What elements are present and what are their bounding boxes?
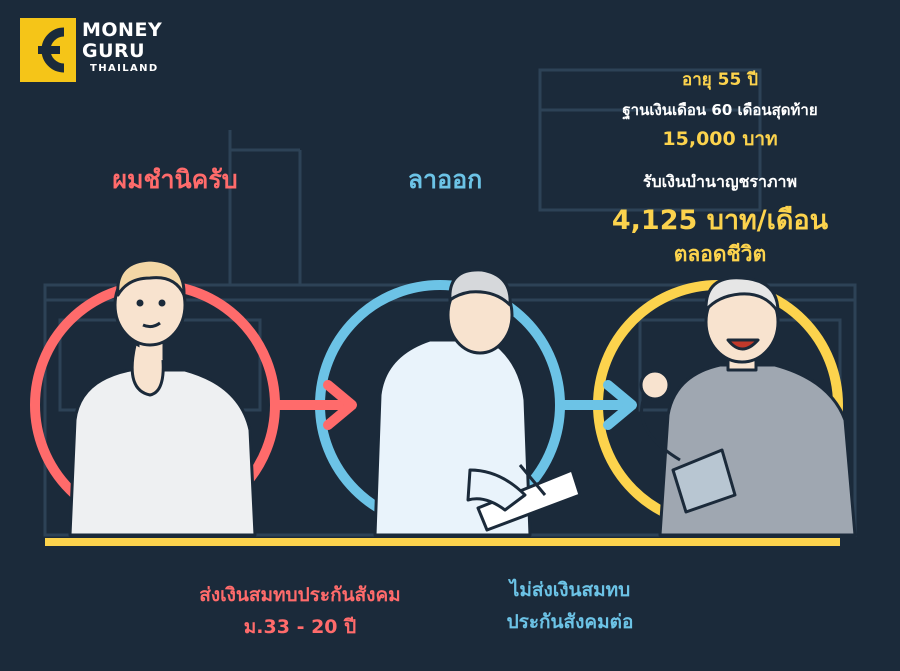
writing-man-illustration [373, 268, 582, 537]
stop-contribution-caption: ไม่ส่งเงินสมทบ [509, 579, 631, 601]
pension-amount: 4,125 บาท/เดือน [611, 205, 829, 236]
ground-line [45, 538, 840, 546]
logo-line-guru: GURU [82, 40, 146, 62]
retirement-age: อายุ 55 ปี [681, 70, 758, 90]
salary-base-label: ฐานเงินเดือน 60 เดือนสุดท้าย [622, 101, 818, 119]
thinking-man-illustration [68, 258, 257, 537]
pension-duration: ตลอดชีวิต [673, 242, 767, 266]
salary-amount: 15,000 บาท [662, 128, 778, 150]
logo-wordmark: MONEY GURU THAILAND [82, 20, 162, 76]
happy-man-illustration [639, 276, 857, 537]
pension-label: รับเงินบำนาญชราภาพ [642, 172, 798, 191]
logo-line-money: MONEY [82, 19, 163, 41]
stage1-label: ผมชำนิครับ [112, 165, 238, 194]
stop-contribution-caption-2: ประกันสังคมต่อ [506, 611, 634, 633]
arrow-right-icon-blue [555, 380, 637, 430]
arrow-right-icon-red [270, 380, 357, 430]
stage2-label: ลาออก [407, 165, 483, 194]
logo-line-thailand: THAILAND [90, 63, 159, 74]
logo-mark-icon [20, 18, 76, 82]
money-guru-logo: MONEY GURU THAILAND [20, 18, 170, 82]
contribution-duration: ม.33 - 20 ปี [243, 616, 357, 638]
contribution-caption: ส่งเงินสมทบประกันสังคม [199, 584, 401, 606]
